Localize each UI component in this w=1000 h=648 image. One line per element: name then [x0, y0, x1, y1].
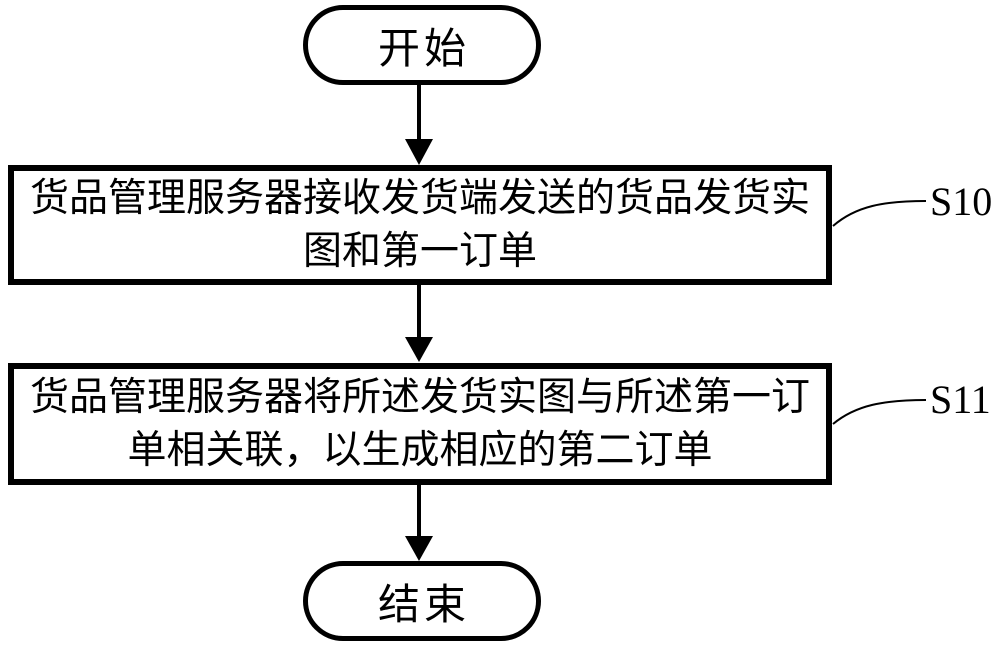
end-node: 结束 — [303, 561, 541, 641]
arrow-box1-to-box2 — [405, 283, 433, 362]
process-text-line: 货品管理服务器将所述发货实图与所述第一订 — [29, 376, 810, 419]
start-label: 开始 — [377, 26, 470, 73]
leader-line-s10 — [832, 200, 927, 227]
process-box-s10: 货品管理服务器接收发货端发送的货品发货实 图和第一订单 — [8, 165, 832, 285]
arrowhead-1 — [405, 139, 433, 165]
leader-line-s11 — [832, 399, 927, 425]
arrowhead-2 — [405, 337, 433, 362]
process-text-line: 图和第一订单 — [302, 230, 537, 273]
arrowhead-3 — [405, 536, 433, 561]
start-node: 开始 — [303, 5, 541, 85]
arrow-box2-to-end — [405, 483, 433, 561]
process-text-line: 单相关联，以生成相应的第二订单 — [127, 429, 713, 472]
arrow-start-to-box1 — [405, 84, 433, 165]
end-label: 结束 — [377, 582, 470, 629]
step-label-s11: S11 — [930, 377, 991, 422]
step-label-s10: S10 — [930, 179, 993, 224]
process-box-s11: 货品管理服务器将所述发货实图与所述第一订 单相关联，以生成相应的第二订单 — [8, 363, 832, 485]
process-text-line: 货品管理服务器接收发货端发送的货品发货实 — [29, 177, 810, 220]
